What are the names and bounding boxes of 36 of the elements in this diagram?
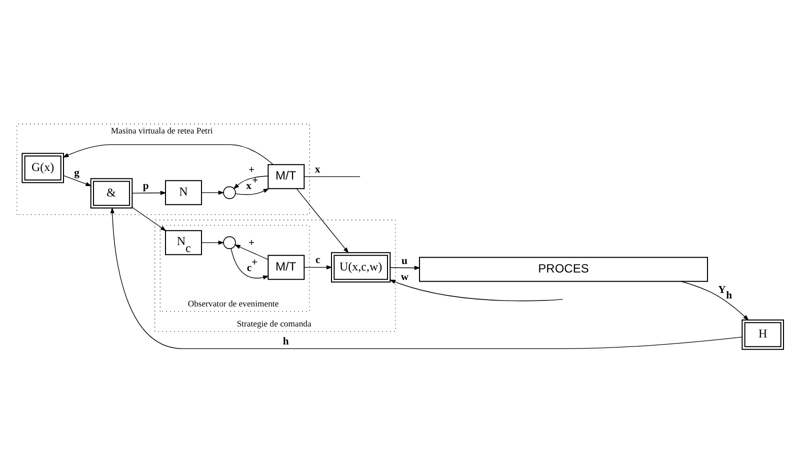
arrow xyxy=(233,176,268,190)
arrow xyxy=(389,280,564,302)
edge-label: + xyxy=(248,238,255,249)
node-box: & xyxy=(90,178,133,208)
node-box: N xyxy=(165,180,202,206)
edge-label: u xyxy=(402,256,408,267)
node-box: M/T xyxy=(268,164,305,190)
arrow xyxy=(132,190,166,195)
arrow xyxy=(390,266,420,270)
arrow xyxy=(304,265,332,270)
arrow xyxy=(235,188,270,195)
edge-label: + xyxy=(248,165,255,176)
edge-label: w xyxy=(400,272,409,283)
node-box: G(x) xyxy=(22,152,64,184)
edge-label: c xyxy=(316,255,320,266)
arrow xyxy=(680,281,750,321)
edge-label: h xyxy=(282,336,289,348)
arrow xyxy=(62,144,274,165)
node-circle xyxy=(223,236,236,250)
arrow xyxy=(201,190,224,195)
node-circle xyxy=(223,186,236,200)
arrow xyxy=(110,207,742,349)
node-box: U(x,c,w) xyxy=(331,252,391,282)
edge-label: x xyxy=(314,164,320,176)
arrow xyxy=(234,244,268,260)
arrow xyxy=(132,207,166,232)
arrow xyxy=(201,240,224,245)
edge-label: p xyxy=(142,181,149,192)
node-box: PROCES xyxy=(419,256,708,282)
node-box: H xyxy=(742,320,784,350)
connector xyxy=(304,176,360,177)
arrow xyxy=(296,188,349,254)
arrow xyxy=(230,248,270,280)
node-box: M/T xyxy=(268,254,305,280)
edge-label: g xyxy=(74,168,80,179)
arrow xyxy=(63,175,92,186)
